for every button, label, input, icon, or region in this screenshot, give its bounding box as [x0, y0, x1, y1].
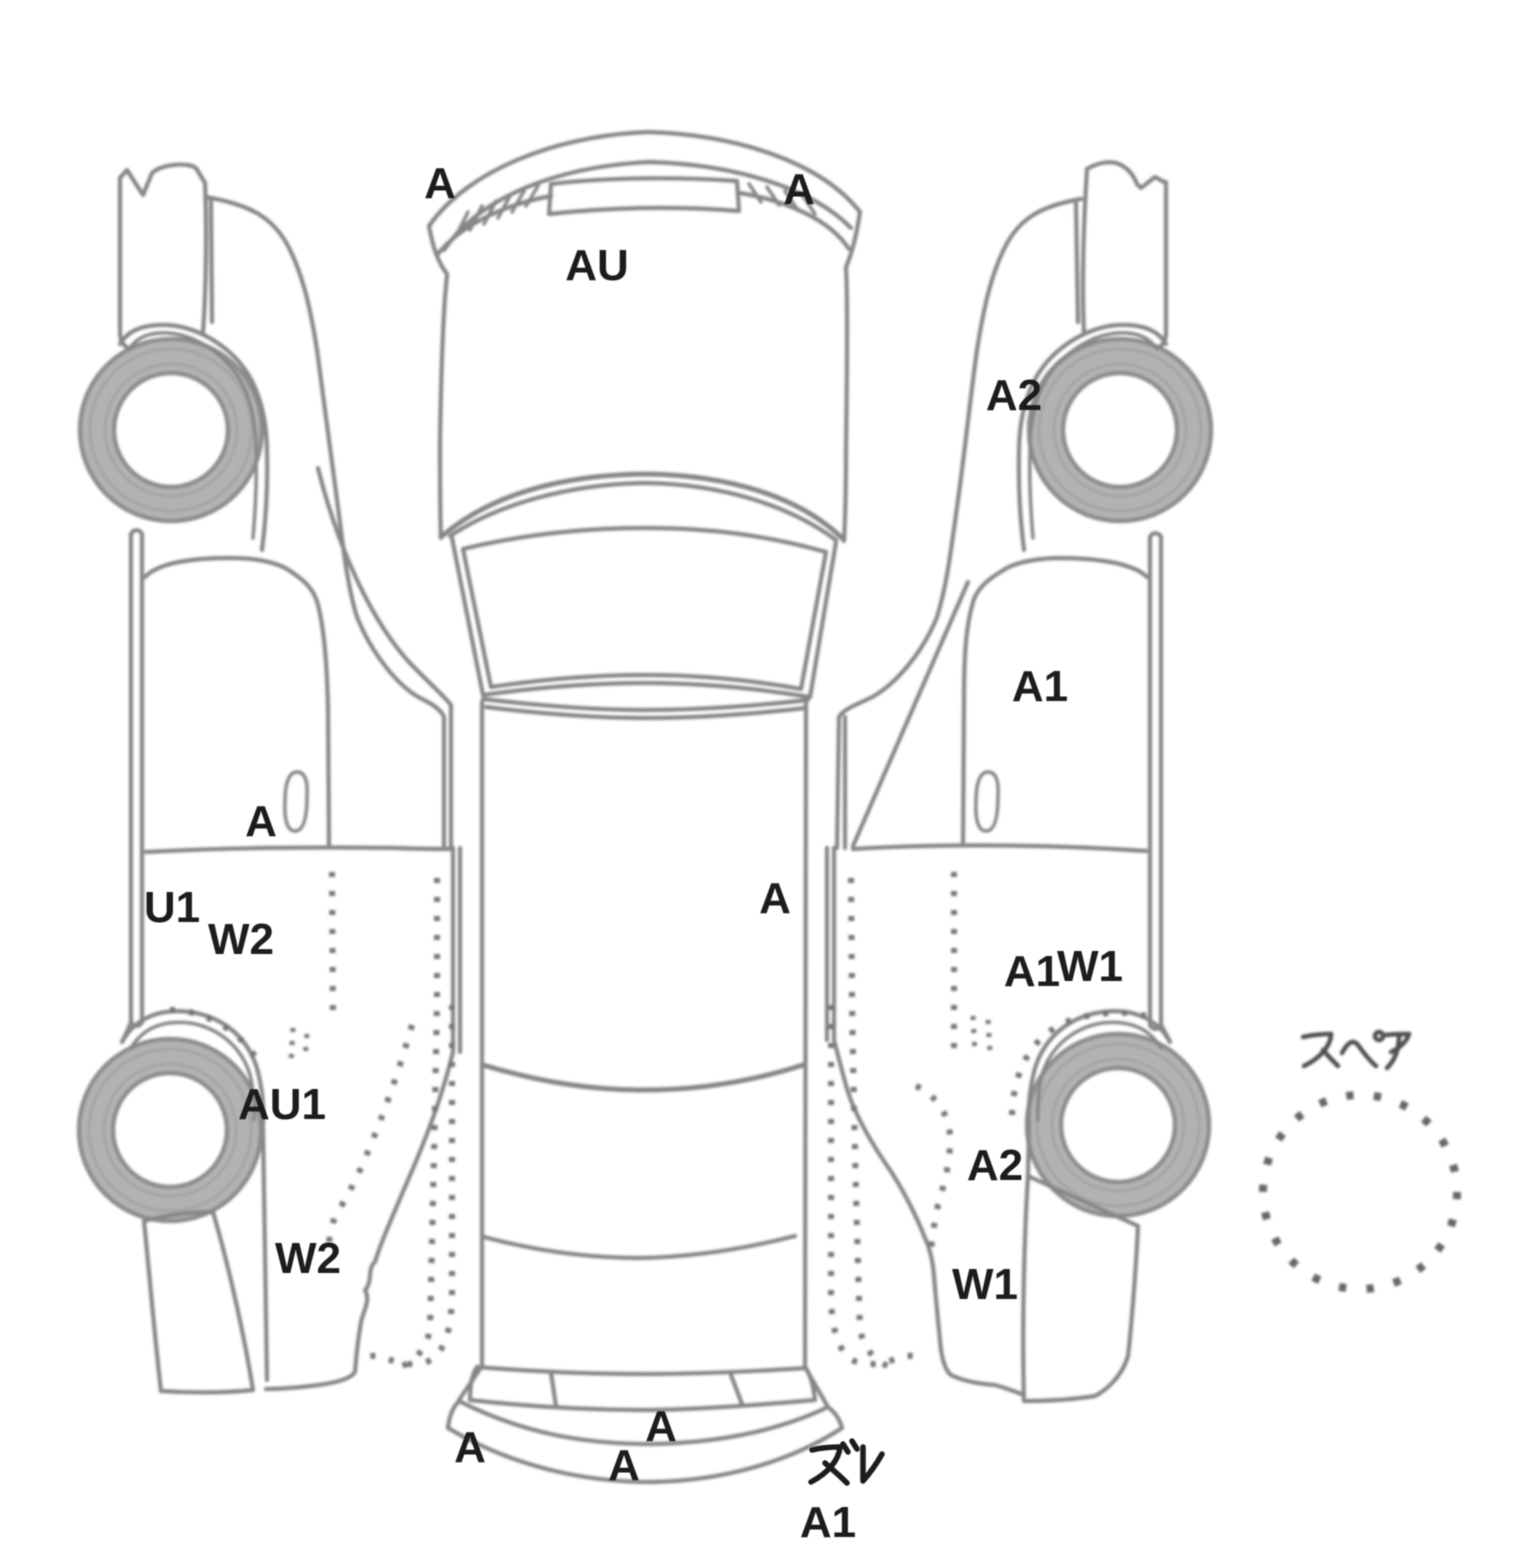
svg-text:W2: W2: [208, 915, 274, 964]
svg-text:A: A: [245, 797, 277, 846]
svg-text:A: A: [424, 159, 456, 208]
svg-text:A: A: [783, 165, 815, 214]
svg-text:A: A: [645, 1402, 677, 1451]
svg-text:A: A: [608, 1441, 640, 1490]
svg-text:A1: A1: [1004, 947, 1060, 996]
svg-text:W1: W1: [1057, 942, 1123, 991]
svg-text:A1: A1: [800, 1498, 856, 1547]
svg-text:A2: A2: [967, 1141, 1023, 1190]
svg-text:U1: U1: [144, 883, 200, 932]
svg-text:W2: W2: [275, 1234, 341, 1283]
svg-text:AU1: AU1: [238, 1080, 326, 1129]
svg-text:W1: W1: [952, 1260, 1018, 1309]
svg-text:A: A: [759, 874, 791, 923]
svg-text:A1: A1: [1012, 662, 1068, 711]
svg-text:A: A: [454, 1423, 486, 1472]
svg-text:AU: AU: [565, 241, 629, 290]
svg-text:A2: A2: [986, 371, 1042, 420]
